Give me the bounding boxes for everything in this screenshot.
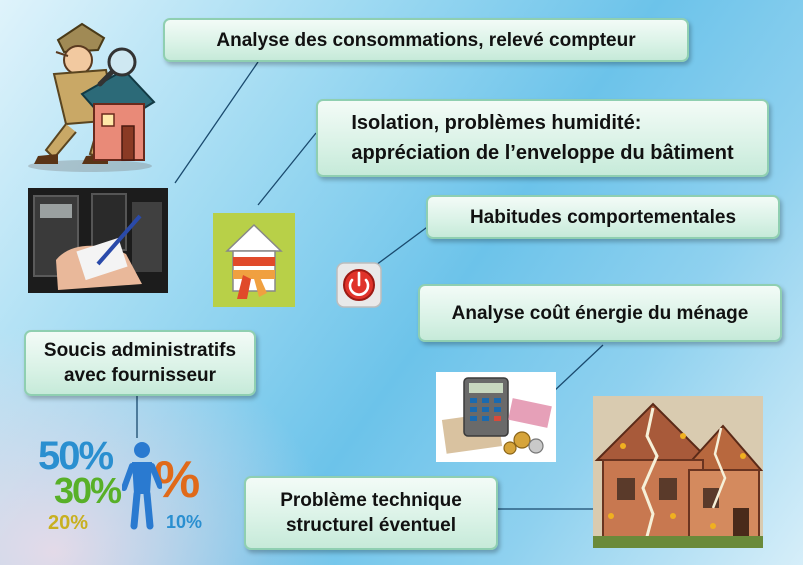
box-probleme-text: Problème technique structurel éventuel: [280, 488, 462, 538]
percent-sign-label: %: [154, 451, 201, 509]
box-habitudes-label: Habitudes comportementales: [469, 206, 737, 228]
box-consommations: Analyse des consommations, relevé compte…: [163, 18, 689, 62]
box-probleme: Problème technique structurel éventuel: [244, 476, 498, 550]
box-isolation: Isolation, problèmes humidité: appréciat…: [316, 99, 769, 177]
box-cout-label: Analyse coût énergie du ménage: [451, 302, 749, 324]
box-soucis-line1: Soucis administratifs: [43, 340, 237, 361]
connector-consommations: [174, 61, 259, 184]
power-button-icon: [336, 262, 382, 308]
box-probleme-line1: Problème technique: [280, 490, 462, 511]
box-consommations-label: Analyse des consommations, relevé compte…: [216, 29, 636, 51]
percent-50-label: 50%: [38, 434, 114, 478]
box-cout: Analyse coût énergie du ménage: [418, 284, 782, 342]
box-isolation-text: Isolation, problèmes humidité: appréciat…: [351, 108, 733, 168]
detective-house-icon: [28, 22, 156, 172]
box-soucis-text: Soucis administratifs avec fournisseur: [44, 338, 236, 388]
percent-graphic: 50% 30% % 20% 10%: [34, 430, 214, 540]
box-isolation-line1: Isolation, problèmes humidité:: [351, 112, 642, 134]
connector-cout: [552, 344, 604, 393]
box-probleme-line2: structurel éventuel: [285, 515, 456, 536]
connector-habitudes: [371, 224, 431, 269]
calculator-money-photo: [436, 372, 556, 462]
percent-30-label: 30%: [54, 470, 122, 511]
percent-20-label: 20%: [48, 512, 89, 534]
meter-reading-photo: [28, 188, 168, 293]
cracked-house-photo: [593, 396, 763, 548]
scarf-house-icon: [213, 213, 295, 307]
person-figure-icon: [122, 442, 162, 530]
box-isolation-line2: appréciation de l’enveloppe du bâtiment: [351, 142, 734, 164]
box-habitudes: Habitudes comportementales: [426, 195, 780, 239]
box-soucis: Soucis administratifs avec fournisseur: [24, 330, 256, 396]
percent-10-label: 10%: [166, 512, 203, 532]
connector-isolation: [257, 132, 317, 206]
box-soucis-line2: avec fournisseur: [63, 365, 217, 386]
